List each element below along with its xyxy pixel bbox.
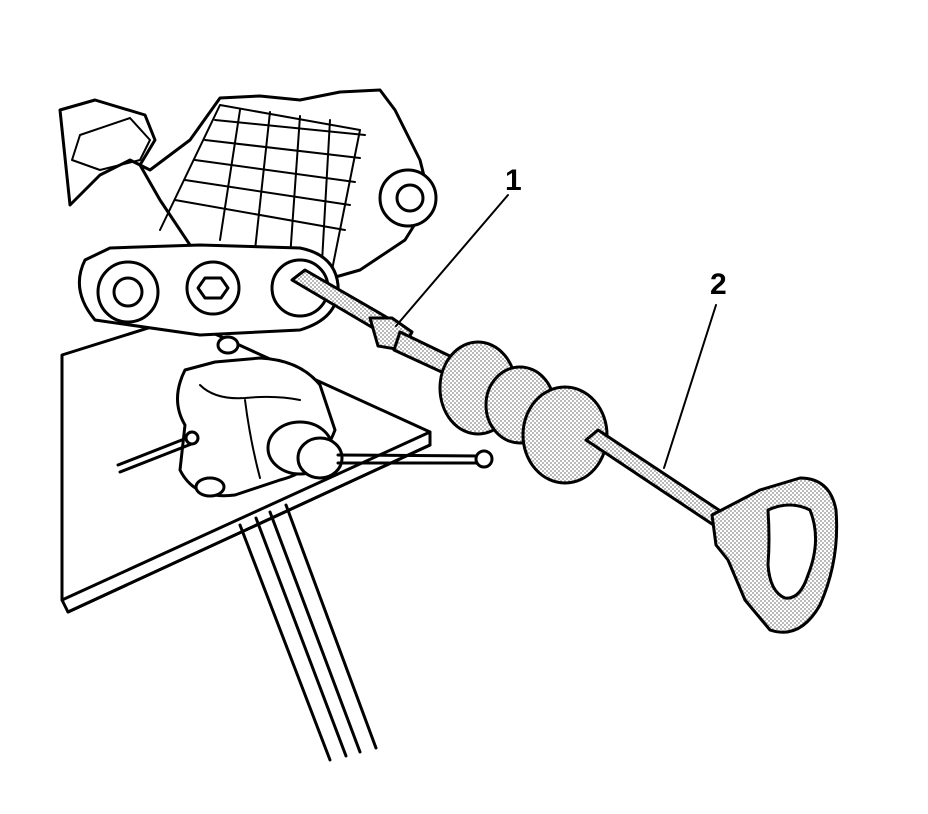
gear-case-housing [58, 88, 438, 355]
leader-line-1 [395, 194, 509, 327]
bench-vise [116, 356, 494, 498]
slide-hammer [438, 340, 839, 634]
callout-1: 1 [505, 164, 522, 197]
callout-2: 2 [710, 268, 727, 301]
remover-adapter [290, 268, 456, 376]
leader-line-2 [663, 304, 717, 469]
